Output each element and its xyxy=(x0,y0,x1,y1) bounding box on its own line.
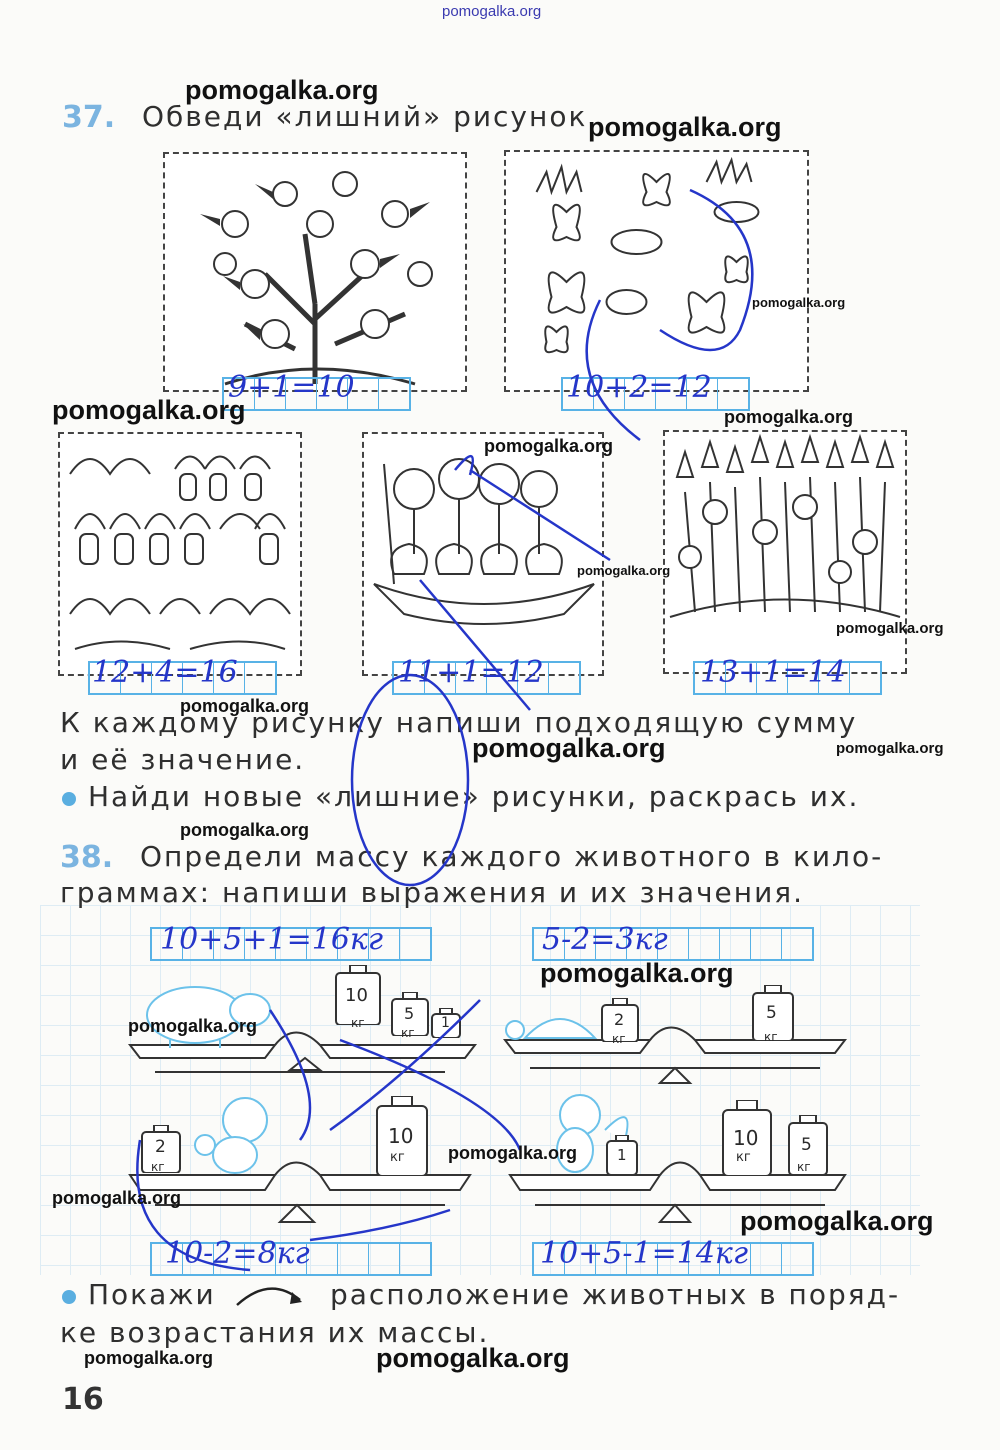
task-37-instruction-line2: и её значение. xyxy=(60,743,306,776)
flowers-drawing xyxy=(669,433,901,618)
weight-value: 5 xyxy=(801,1135,812,1155)
watermark: pomogalka.org xyxy=(836,620,944,637)
task-38-number: 38. xyxy=(60,840,114,875)
weight-10-c: 10 xyxy=(720,1099,774,1177)
picture-flowers[interactable] xyxy=(663,430,907,674)
weight-1-a: 1 xyxy=(430,1007,462,1039)
answer-cells-poodle[interactable] xyxy=(150,1242,432,1276)
answer-cells-monkey[interactable] xyxy=(532,1242,814,1276)
weight-10-b: 10 xyxy=(374,1095,430,1177)
scale-poodle xyxy=(128,1097,472,1223)
weight-value: 5 xyxy=(404,1004,415,1023)
watermark-top: pomogalka.org xyxy=(442,3,542,20)
weight-unit: кг xyxy=(612,1032,626,1046)
watermark: pomogalka.org xyxy=(588,112,782,142)
weight-value: 10 xyxy=(388,1124,414,1148)
watermark: pomogalka.org xyxy=(448,1143,578,1163)
weight-unit: кг xyxy=(351,1016,365,1030)
watermark: pomogalka.org xyxy=(185,75,379,105)
watermark: pomogalka.org xyxy=(128,1016,258,1036)
answer-birds: 9+1=10 xyxy=(228,370,355,405)
task-38-bullet-text-c: ке возрастания их массы. xyxy=(60,1316,490,1349)
watermark: pomogalka.org xyxy=(540,958,734,988)
answer-flowers: 13+1=14 xyxy=(700,655,846,690)
watermark: pomogalka.org xyxy=(740,1206,934,1236)
watermark: pomogalka.org xyxy=(376,1343,570,1373)
answer-cells-sheep[interactable] xyxy=(150,927,432,961)
weight-unit: кг xyxy=(151,1160,165,1174)
watermark: pomogalka.org xyxy=(52,1188,182,1208)
watermark: pomogalka.org xyxy=(836,740,944,757)
scale-monkey xyxy=(508,1094,847,1223)
watermark: pomogalka.org xyxy=(752,295,846,310)
weight-5-a: 5 xyxy=(390,991,430,1037)
answer-sheep: 10+5+1=16кг xyxy=(160,922,384,957)
page-number: 16 xyxy=(62,1382,104,1417)
weight-2-b: 2 xyxy=(140,1124,182,1174)
picture-insects[interactable] xyxy=(504,150,809,392)
task-38-bullet-text-a: Покажи xyxy=(88,1278,216,1311)
weight-10-a: 10 xyxy=(333,964,383,1026)
watermark: pomogalka.org xyxy=(180,696,310,716)
bullet-icon xyxy=(62,1290,76,1304)
curved-arrow-icon xyxy=(236,1287,302,1306)
task-37-number: 37. xyxy=(62,100,116,135)
weight-value: 10 xyxy=(733,1126,759,1150)
watermark: pomogalka.org xyxy=(724,407,854,427)
answer-cells-insects[interactable] xyxy=(561,377,750,411)
answer-turtle: 5-2=3кг xyxy=(542,922,668,957)
watermark: pomogalka.org xyxy=(577,563,671,578)
answer-carrots: 12+4=16 xyxy=(92,655,238,690)
picture-bags[interactable] xyxy=(362,432,604,676)
weight-value: 2 xyxy=(614,1010,625,1029)
insects-drawing xyxy=(535,156,760,354)
task-38-line2: граммах: напиши выражения и их значения. xyxy=(60,876,805,909)
answer-monkey: 10+5-1=14кг xyxy=(540,1236,749,1271)
weight-value: 1 xyxy=(441,1015,450,1031)
weight-unit: кг xyxy=(797,1160,811,1174)
answer-cells-carrots[interactable] xyxy=(88,661,277,695)
weight-value: 5 xyxy=(766,1003,777,1023)
scale-turtle xyxy=(502,1018,848,1084)
answer-poodle: 10-2=8кг xyxy=(165,1236,310,1271)
watermark: pomogalka.org xyxy=(180,820,310,840)
grid-background xyxy=(40,905,920,1275)
watermark: pomogalka.org xyxy=(52,395,246,425)
picture-birds[interactable] xyxy=(163,152,467,392)
task-38-bullet-text-b: расположение животных в поряд- xyxy=(330,1278,901,1311)
bags-drawing xyxy=(373,458,595,625)
weight-value: 10 xyxy=(345,985,368,1006)
weight-unit: кг xyxy=(401,1026,415,1040)
weight-1-b: 1 xyxy=(605,1134,639,1176)
weight-value: 2 xyxy=(155,1137,166,1157)
weight-value: 1 xyxy=(617,1146,627,1164)
task-37-bullet-text: Найди новые «лишние» рисунки, раскрась и… xyxy=(88,780,860,813)
weight-unit: кг xyxy=(390,1150,405,1165)
answer-cells-flowers[interactable] xyxy=(693,661,882,695)
weight-5-b: 5 xyxy=(750,984,796,1042)
weight-unit: кг xyxy=(736,1150,751,1165)
weight-2-a: 2 xyxy=(600,997,640,1043)
carrots-drawing xyxy=(69,455,291,650)
watermark: pomogalka.org xyxy=(472,733,666,763)
answer-bags: 11+1=12 xyxy=(398,655,544,690)
watermark: pomogalka.org xyxy=(484,436,614,456)
task-38-line1: Определи массу каждого животного в кило- xyxy=(140,840,884,873)
task-37-title: Обведи «лишний» рисунок. xyxy=(142,100,599,133)
birds-tree-drawing xyxy=(200,171,433,386)
answer-cells-birds[interactable] xyxy=(222,377,411,411)
watermark: pomogalka.org xyxy=(84,1348,214,1368)
bullet-icon xyxy=(62,792,76,806)
picture-carrots[interactable] xyxy=(58,432,302,676)
weight-5-c: 5 xyxy=(786,1114,830,1176)
answer-cells-turtle[interactable] xyxy=(532,927,814,961)
weight-unit: кг xyxy=(764,1030,778,1044)
